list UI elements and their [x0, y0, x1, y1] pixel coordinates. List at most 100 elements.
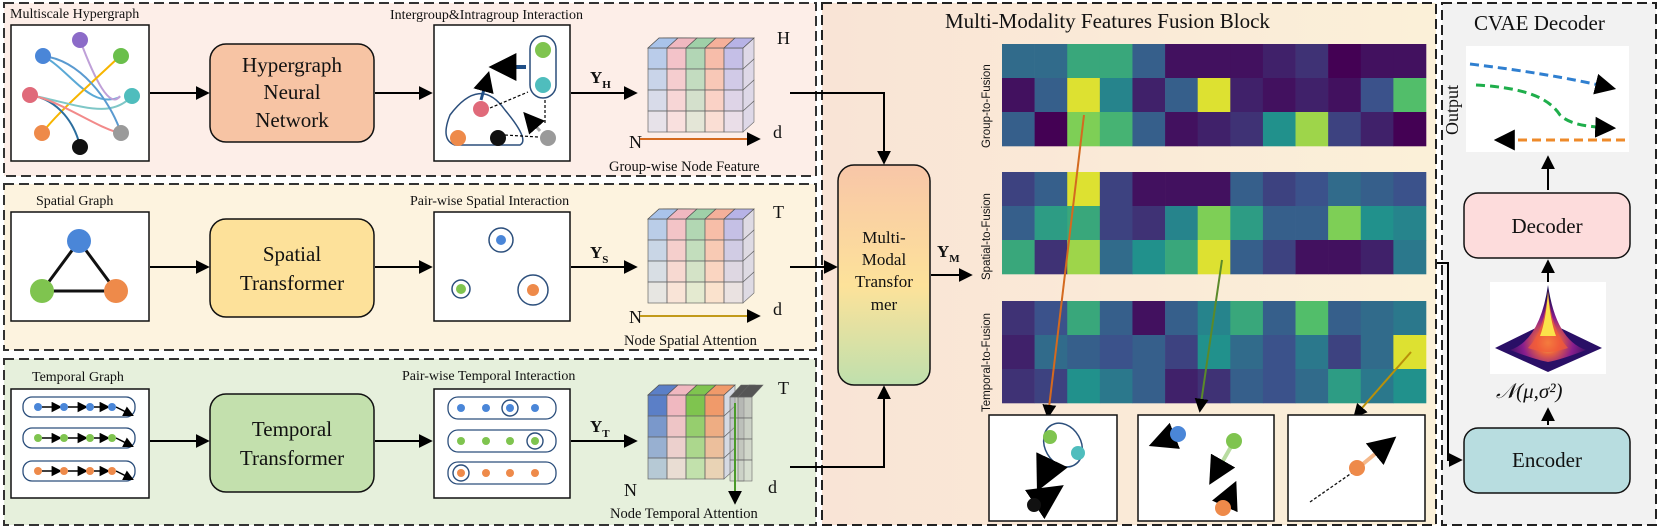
tensor-cell: [704, 68, 725, 91]
heatmap-cell: [1099, 44, 1133, 79]
temporal-node: [457, 469, 465, 477]
tensor-cell: [647, 281, 668, 304]
tensor-cell: [723, 281, 744, 304]
st-line1: Spatial: [263, 242, 321, 266]
heatmap-cell: [1067, 44, 1101, 79]
heatmap-cell: [1360, 44, 1394, 79]
connector-arrows: [790, 92, 891, 468]
temporal-node: [457, 437, 465, 445]
heatmap-cell: [1165, 172, 1198, 207]
heatmap-cell: [1099, 78, 1133, 113]
output-label: Output: [1442, 85, 1462, 135]
hyper-feature-tensor: [647, 37, 755, 133]
tt-line1: Temporal: [252, 417, 332, 441]
tensor-cell: [685, 110, 706, 133]
heatmap-cell: [1165, 301, 1198, 336]
distribution-label: 𝒩(μ,σ²): [1496, 379, 1563, 403]
heatmap-cell: [1360, 206, 1394, 241]
heatmap-cell: [1132, 301, 1166, 336]
tensor-cell: [704, 394, 725, 417]
tensor-cell: [685, 457, 706, 480]
heatmap-cell: [1067, 78, 1101, 113]
spatial-graph-illustration: [30, 229, 128, 303]
temporal-node: [108, 403, 116, 411]
spatial-title: Spatial Graph: [36, 194, 113, 209]
heatmap-cell: [1295, 172, 1329, 207]
gaussian-distribution-plot: [1490, 282, 1606, 374]
temporal-node: [60, 434, 68, 442]
temporal-node: [34, 403, 42, 411]
pairwise-spatial-illustration: [451, 227, 549, 306]
tensor-cell: [704, 415, 725, 438]
temporal-node: [34, 467, 42, 475]
temporal-node: [108, 434, 116, 442]
cvae-decoder-panel: CVAE Decoder Output Decoder 𝒩(μ,σ²) Enco…: [1437, 2, 1657, 526]
heatmap-cell: [1360, 78, 1394, 113]
heatmap-cell: [1067, 172, 1101, 207]
heatmap-cell: [1328, 112, 1362, 147]
tensor-cell: [704, 260, 725, 283]
decoder-box: [1463, 192, 1631, 259]
tensor-h-label: H: [777, 28, 790, 48]
hnn-line3: Network: [255, 108, 329, 132]
heatmap-cell: [1230, 240, 1264, 275]
tensor-cell: [685, 415, 706, 438]
tensor-cell: [666, 394, 687, 417]
hypergraph-illustration: [22, 32, 140, 155]
heatmap-cell: [1002, 206, 1035, 241]
temporal-graph-illustration: [22, 396, 136, 482]
heatmap-cell: [1099, 369, 1133, 404]
heatmap-cell: [1165, 369, 1198, 404]
heatmap-cell: [1262, 369, 1296, 404]
hnn-line2: Neural: [263, 80, 320, 104]
tensor-cell: [723, 260, 744, 283]
heatmap-cell: [1295, 369, 1329, 404]
heatmap-cell: [1262, 44, 1296, 79]
temporal-node: [531, 404, 539, 412]
tensor-cell: [685, 89, 706, 112]
tensor-cell: [704, 457, 725, 480]
heatmap-cell: [1002, 369, 1035, 404]
heatmap-cell: [1295, 240, 1329, 275]
heatmap-cell: [1393, 301, 1427, 336]
tensor-cell: [647, 47, 668, 70]
tensor-cell: [685, 239, 706, 262]
tensor-cell: [704, 47, 725, 70]
tensor-cell: [666, 415, 687, 438]
heatmap-cell: [1360, 369, 1394, 404]
heatmap-cell: [1262, 206, 1296, 241]
tensor-cell: [685, 68, 706, 91]
heatmap-cell: [1360, 240, 1394, 275]
heatmap-cell: [1295, 112, 1329, 147]
spatial-interaction-label: Pair-wise Spatial Interaction: [410, 194, 569, 209]
group-output-illustration: [1024, 422, 1085, 520]
highlight-ring: [452, 464, 470, 482]
tensor-cell: [723, 110, 744, 133]
heatmap-cell: [1328, 44, 1362, 79]
heatmap-cell: [1230, 369, 1264, 404]
temporal-node: [482, 469, 490, 477]
heatmap-cell: [1165, 44, 1198, 79]
tensor-cell: [723, 68, 744, 91]
tensor-cell: [685, 436, 706, 459]
tensor-cell: [647, 110, 668, 133]
tensor-cell: [723, 208, 755, 220]
st-line2: Transformer: [240, 271, 344, 295]
heatmap-cell: [1197, 335, 1231, 370]
temporal-node: [531, 469, 539, 477]
attention-heatmaps: [1002, 44, 1427, 404]
heatmap-cell: [1132, 112, 1166, 147]
fusion-block: Multi-Modality Features Fusion Block Mul…: [821, 2, 1437, 526]
heatmap-cell: [1099, 172, 1133, 207]
tensor-cell: [723, 37, 755, 49]
y-hat-m: YM: [937, 242, 960, 265]
output-trajectories: [1469, 62, 1625, 151]
heatmap-cell: [1393, 78, 1427, 113]
encoder-box: [1463, 427, 1631, 494]
temporal-node: [108, 467, 116, 475]
group-interaction-illustration: [445, 35, 557, 146]
heatmap-cell: [1165, 78, 1198, 113]
tensor-cell: [737, 384, 764, 398]
heatmap-cell: [1393, 172, 1427, 207]
heatmap-cell: [1230, 206, 1264, 241]
